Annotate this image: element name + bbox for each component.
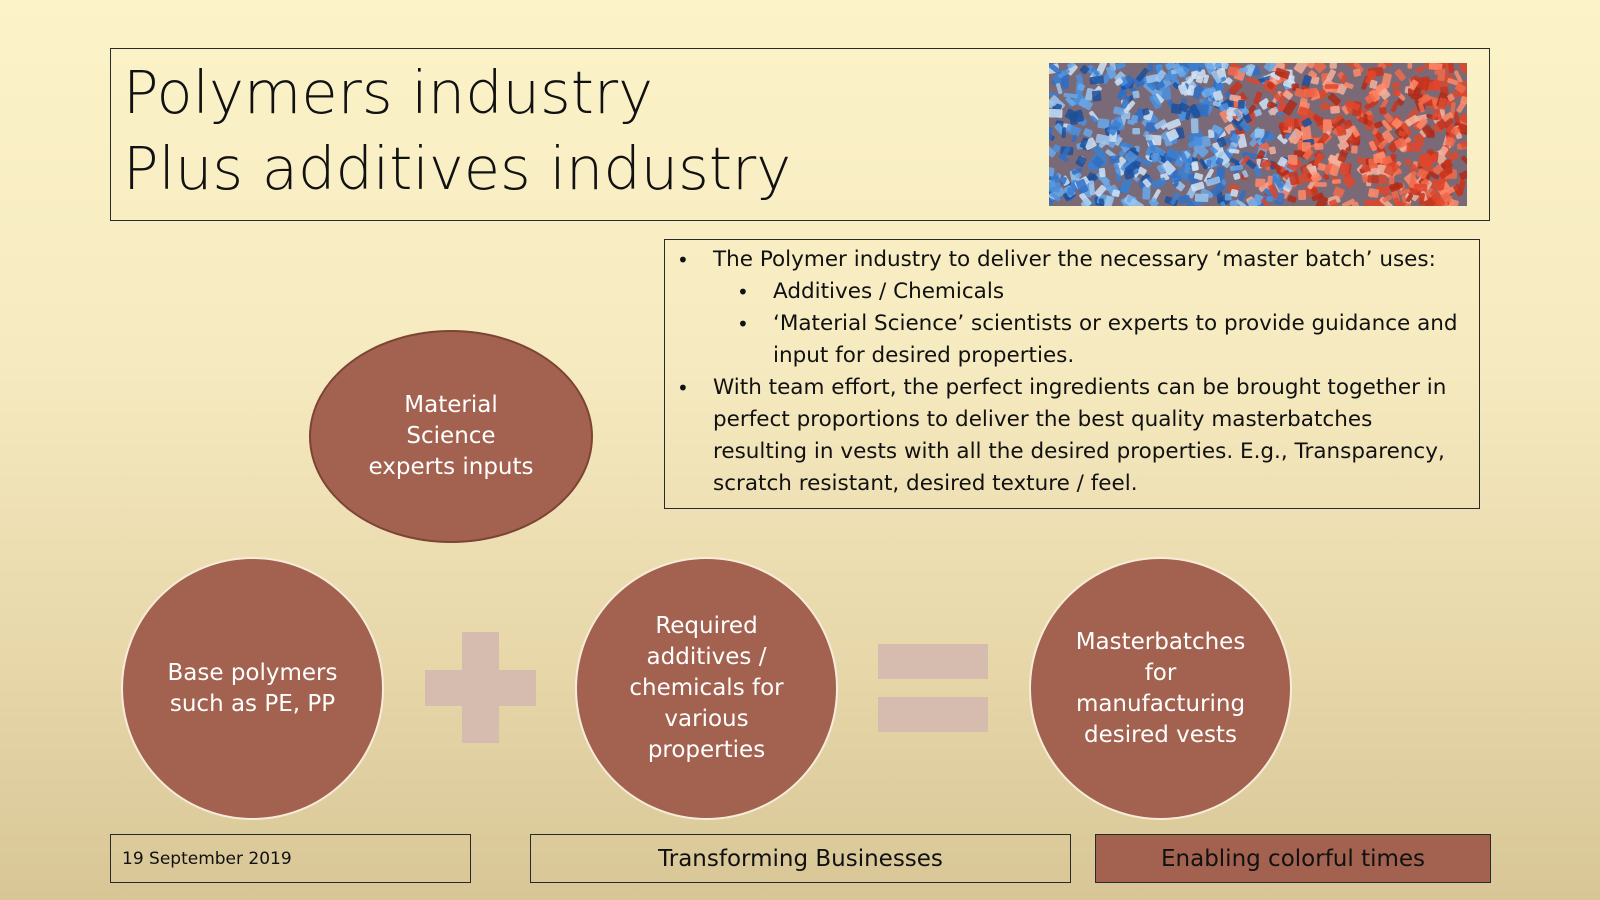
title-box: Polymers industry Plus additives industr… <box>110 48 1490 221</box>
sub-bullet-marker: • <box>737 312 749 336</box>
footer-date: 19 September 2019 <box>110 834 471 883</box>
sub-bullet-material-science: ‘Material Science’ scientists or experts… <box>773 311 1458 336</box>
masterbatches-circle: Masterbatches for manufacturing desired … <box>1029 557 1292 820</box>
base-polymers-circle: Base polymers such as PE, PP <box>121 557 384 820</box>
footer-center-text: Transforming Businesses <box>658 845 943 872</box>
footer-date-text: 19 September 2019 <box>122 848 292 869</box>
bullet-marker: • <box>677 248 689 272</box>
bullet-marker: • <box>677 376 689 400</box>
material-science-oval: Material Science experts inputs <box>309 330 593 543</box>
sub-bullet-marker: • <box>737 280 749 304</box>
base-polymers-label: Base polymers such as PE, PP <box>167 659 338 717</box>
plus-icon-bar <box>425 670 536 706</box>
bullet-team-effort: With team effort, the perfect ingredient… <box>713 375 1447 400</box>
additives-label: Required additives / chemicals for vario… <box>629 613 784 763</box>
slide-title-line-1: Polymers industry <box>123 58 654 127</box>
bullet-team-effort-cont-1: perfect proportions to deliver the best … <box>713 407 1373 432</box>
footer-right-text: Enabling colorful times <box>1160 845 1426 872</box>
bullet-polymer-industry: The Polymer industry to deliver the nece… <box>713 247 1436 272</box>
equals-icon-bar <box>878 697 988 732</box>
equals-icon <box>878 644 988 679</box>
sub-bullet-material-science-cont: input for desired properties. <box>773 343 1075 368</box>
info-box: • The Polymer industry to deliver the ne… <box>664 239 1480 509</box>
footer-right: Enabling colorful times <box>1095 834 1491 883</box>
masterbatches-label: Masterbatches for manufacturing desired … <box>1075 628 1246 748</box>
oval-label: Material Science experts inputs <box>368 392 534 480</box>
plastic-pellets-image <box>1049 63 1467 206</box>
bullet-team-effort-cont-2: resulting in vests with all the desired … <box>713 439 1445 464</box>
additives-circle: Required additives / chemicals for vario… <box>575 557 838 820</box>
bullet-team-effort-cont-3: scratch resistant, desired texture / fee… <box>713 471 1138 496</box>
slide-title-line-2: Plus additives industry <box>123 134 792 203</box>
footer-center: Transforming Businesses <box>530 834 1071 883</box>
sub-bullet-additives: Additives / Chemicals <box>773 279 1005 304</box>
